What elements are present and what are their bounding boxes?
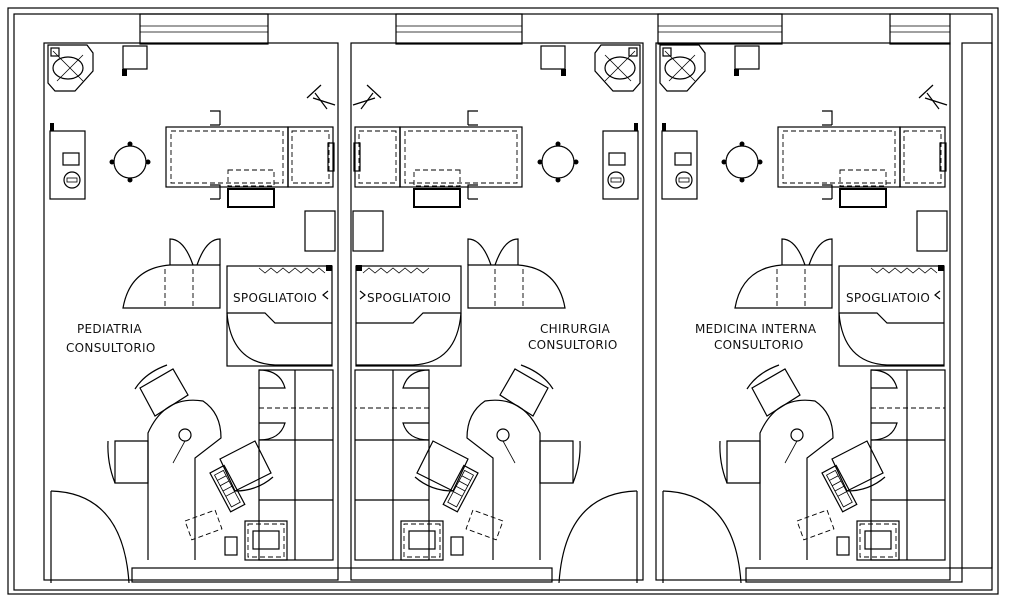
windows [139,13,951,45]
room-3-changing-label: SPOGLIATOIO [846,291,930,305]
room-pediatria [47,44,336,584]
room-2-type-label: CONSULTORIO [528,338,618,352]
room-3-dept-label: MEDICINA INTERNA [695,322,817,336]
room-medicina-interna [659,44,948,584]
room-2-changing-label: SPOGLIATOIO [367,291,451,305]
room-1-changing-label: SPOGLIATOIO [233,291,317,305]
room-chirurgia [352,44,641,584]
room-3-type-label: CONSULTORIO [714,338,804,352]
room-1-type-label: CONSULTORIO [66,341,156,355]
room-1-dept-label: PEDIATRIA [77,322,142,336]
room-walls [43,42,993,583]
room-2-dept-label: CHIRURGIA [540,322,611,336]
